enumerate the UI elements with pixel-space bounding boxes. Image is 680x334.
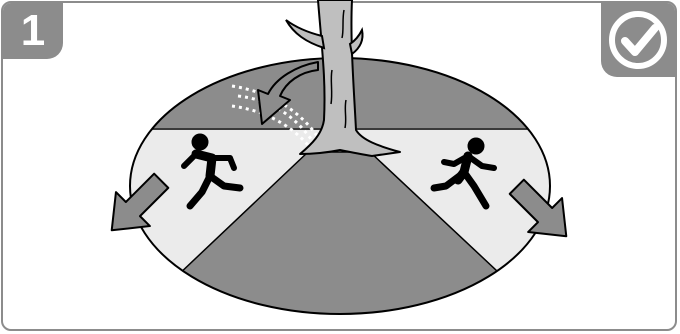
- evacuation-scene: [0, 0, 680, 334]
